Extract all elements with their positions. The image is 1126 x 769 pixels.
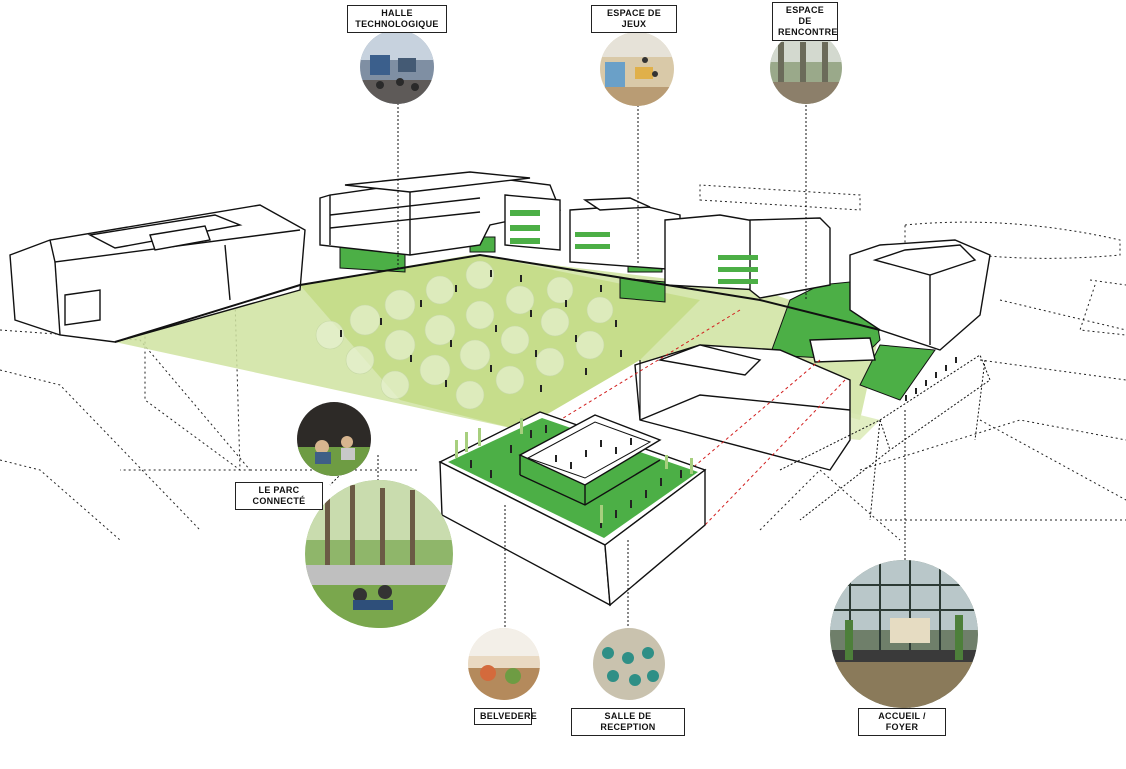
label-le-parc-connecte: LE PARC CONNECTÉ bbox=[235, 482, 323, 510]
building-lower-right bbox=[634, 344, 851, 471]
photo-salle-de-reception bbox=[593, 628, 665, 700]
label-belvedere: BELVEDERE bbox=[474, 708, 537, 725]
label-espace-de-rencontre: ESPACE DE RENCONTRE bbox=[772, 2, 838, 41]
label-accueil-foyer: ACCUEIL / FOYER bbox=[858, 708, 946, 736]
building-center-green-bands bbox=[510, 210, 758, 284]
label-halle-technologique: HALLE TECHNOLOGIQUE bbox=[347, 5, 447, 33]
pavilion-reeds bbox=[455, 418, 693, 523]
ground-lines bbox=[0, 184, 1126, 541]
label-salle-de-reception: SALLE DE RECEPTION bbox=[571, 708, 685, 736]
park-people bbox=[340, 270, 957, 401]
label-espace-de-jeux: ESPACE DE JEUX bbox=[591, 5, 677, 33]
building-center bbox=[319, 171, 831, 299]
photo-parc-large bbox=[305, 480, 453, 628]
site-outline bbox=[114, 253, 881, 343]
photo-accueil-foyer bbox=[830, 560, 978, 708]
building-left bbox=[9, 204, 306, 343]
photo-espace-de-jeux bbox=[600, 32, 674, 106]
photo-belvedere bbox=[468, 628, 540, 700]
park-trees bbox=[315, 260, 614, 410]
pavilion-people bbox=[470, 425, 682, 528]
building-right bbox=[809, 239, 991, 363]
photo-halle-technologique bbox=[360, 30, 434, 104]
photo-espace-de-rencontre bbox=[770, 32, 842, 104]
connection-lines bbox=[559, 309, 846, 526]
accueil-structure bbox=[779, 354, 991, 521]
photo-parc-small bbox=[297, 402, 371, 476]
